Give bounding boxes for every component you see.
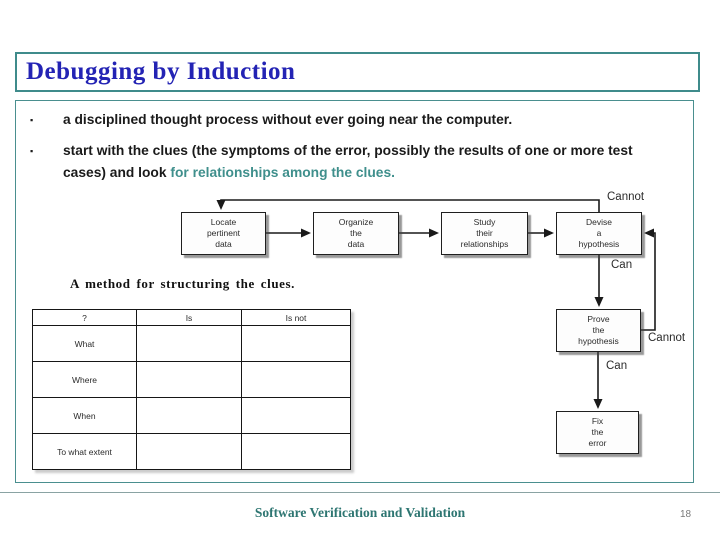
clue-row-label-what: What bbox=[32, 325, 137, 362]
table-cell bbox=[241, 433, 351, 470]
table-row: When bbox=[32, 397, 351, 434]
clue-table: ? Is Is not What Where When To what exte… bbox=[32, 309, 351, 470]
footer-divider bbox=[0, 492, 720, 493]
flowchart-box-devise-hypothesis: Devise a hypothesis bbox=[556, 212, 642, 255]
bullet-text: a disciplined thought process without ev… bbox=[63, 109, 512, 131]
slide-title-box: Debugging by Induction bbox=[15, 52, 700, 92]
clue-table-header-question: ? bbox=[32, 309, 137, 326]
clue-row-label-to-what-extent: To what extent bbox=[32, 433, 137, 470]
clue-row-label-when: When bbox=[32, 397, 137, 434]
table-row: To what extent bbox=[32, 433, 351, 470]
table-cell bbox=[136, 325, 242, 362]
bullet-item: ▪ start with the clues (the symptoms of … bbox=[30, 140, 642, 184]
page-number: 18 bbox=[680, 509, 692, 520]
bullet-marker-icon: ▪ bbox=[30, 146, 34, 156]
flowchart-box-locate-data: Locate pertinent data bbox=[181, 212, 266, 255]
edge-label-cannot-prove: Cannot bbox=[648, 332, 686, 344]
bullet-text-plain: start with the clues (the symptoms of th… bbox=[63, 143, 633, 180]
bullet-marker-icon: ▪ bbox=[30, 115, 34, 125]
flowchart-box-fix-error: Fix the error bbox=[556, 411, 639, 454]
edge-label-cannot-top: Cannot bbox=[607, 191, 645, 203]
bullet-text: start with the clues (the symptoms of th… bbox=[63, 140, 642, 184]
slide-title: Debugging by Induction bbox=[26, 58, 296, 85]
flowchart-box-study-relationships: Study their relationships bbox=[441, 212, 528, 255]
table-cell bbox=[241, 325, 351, 362]
bullet-text-highlight: for relationships among the clues. bbox=[170, 165, 395, 180]
clue-table-header-is-not: Is not bbox=[241, 309, 351, 326]
edge-label-can-prove: Can bbox=[606, 360, 628, 372]
clue-table-caption: A method for structuring the clues. bbox=[70, 276, 296, 291]
table-cell bbox=[136, 433, 242, 470]
bullet-item: ▪ a disciplined thought process without … bbox=[30, 109, 660, 131]
clue-row-label-where: Where bbox=[32, 361, 137, 398]
table-cell bbox=[136, 361, 242, 398]
flowchart-box-organize-data: Organize the data bbox=[313, 212, 399, 255]
flowchart-box-prove-hypothesis: Prove the hypothesis bbox=[556, 309, 641, 352]
clue-table-header-is: Is bbox=[136, 309, 242, 326]
table-cell bbox=[136, 397, 242, 434]
table-row: What bbox=[32, 325, 351, 362]
clue-table-header-row: ? Is Is not bbox=[32, 309, 351, 326]
table-row: Where bbox=[32, 361, 351, 398]
table-cell bbox=[241, 397, 351, 434]
footer-title: Software Verification and Validation bbox=[254, 505, 466, 520]
edge-label-can-devise: Can bbox=[611, 259, 633, 271]
table-cell bbox=[241, 361, 351, 398]
bullet-text-plain: a disciplined thought process without ev… bbox=[63, 112, 513, 127]
